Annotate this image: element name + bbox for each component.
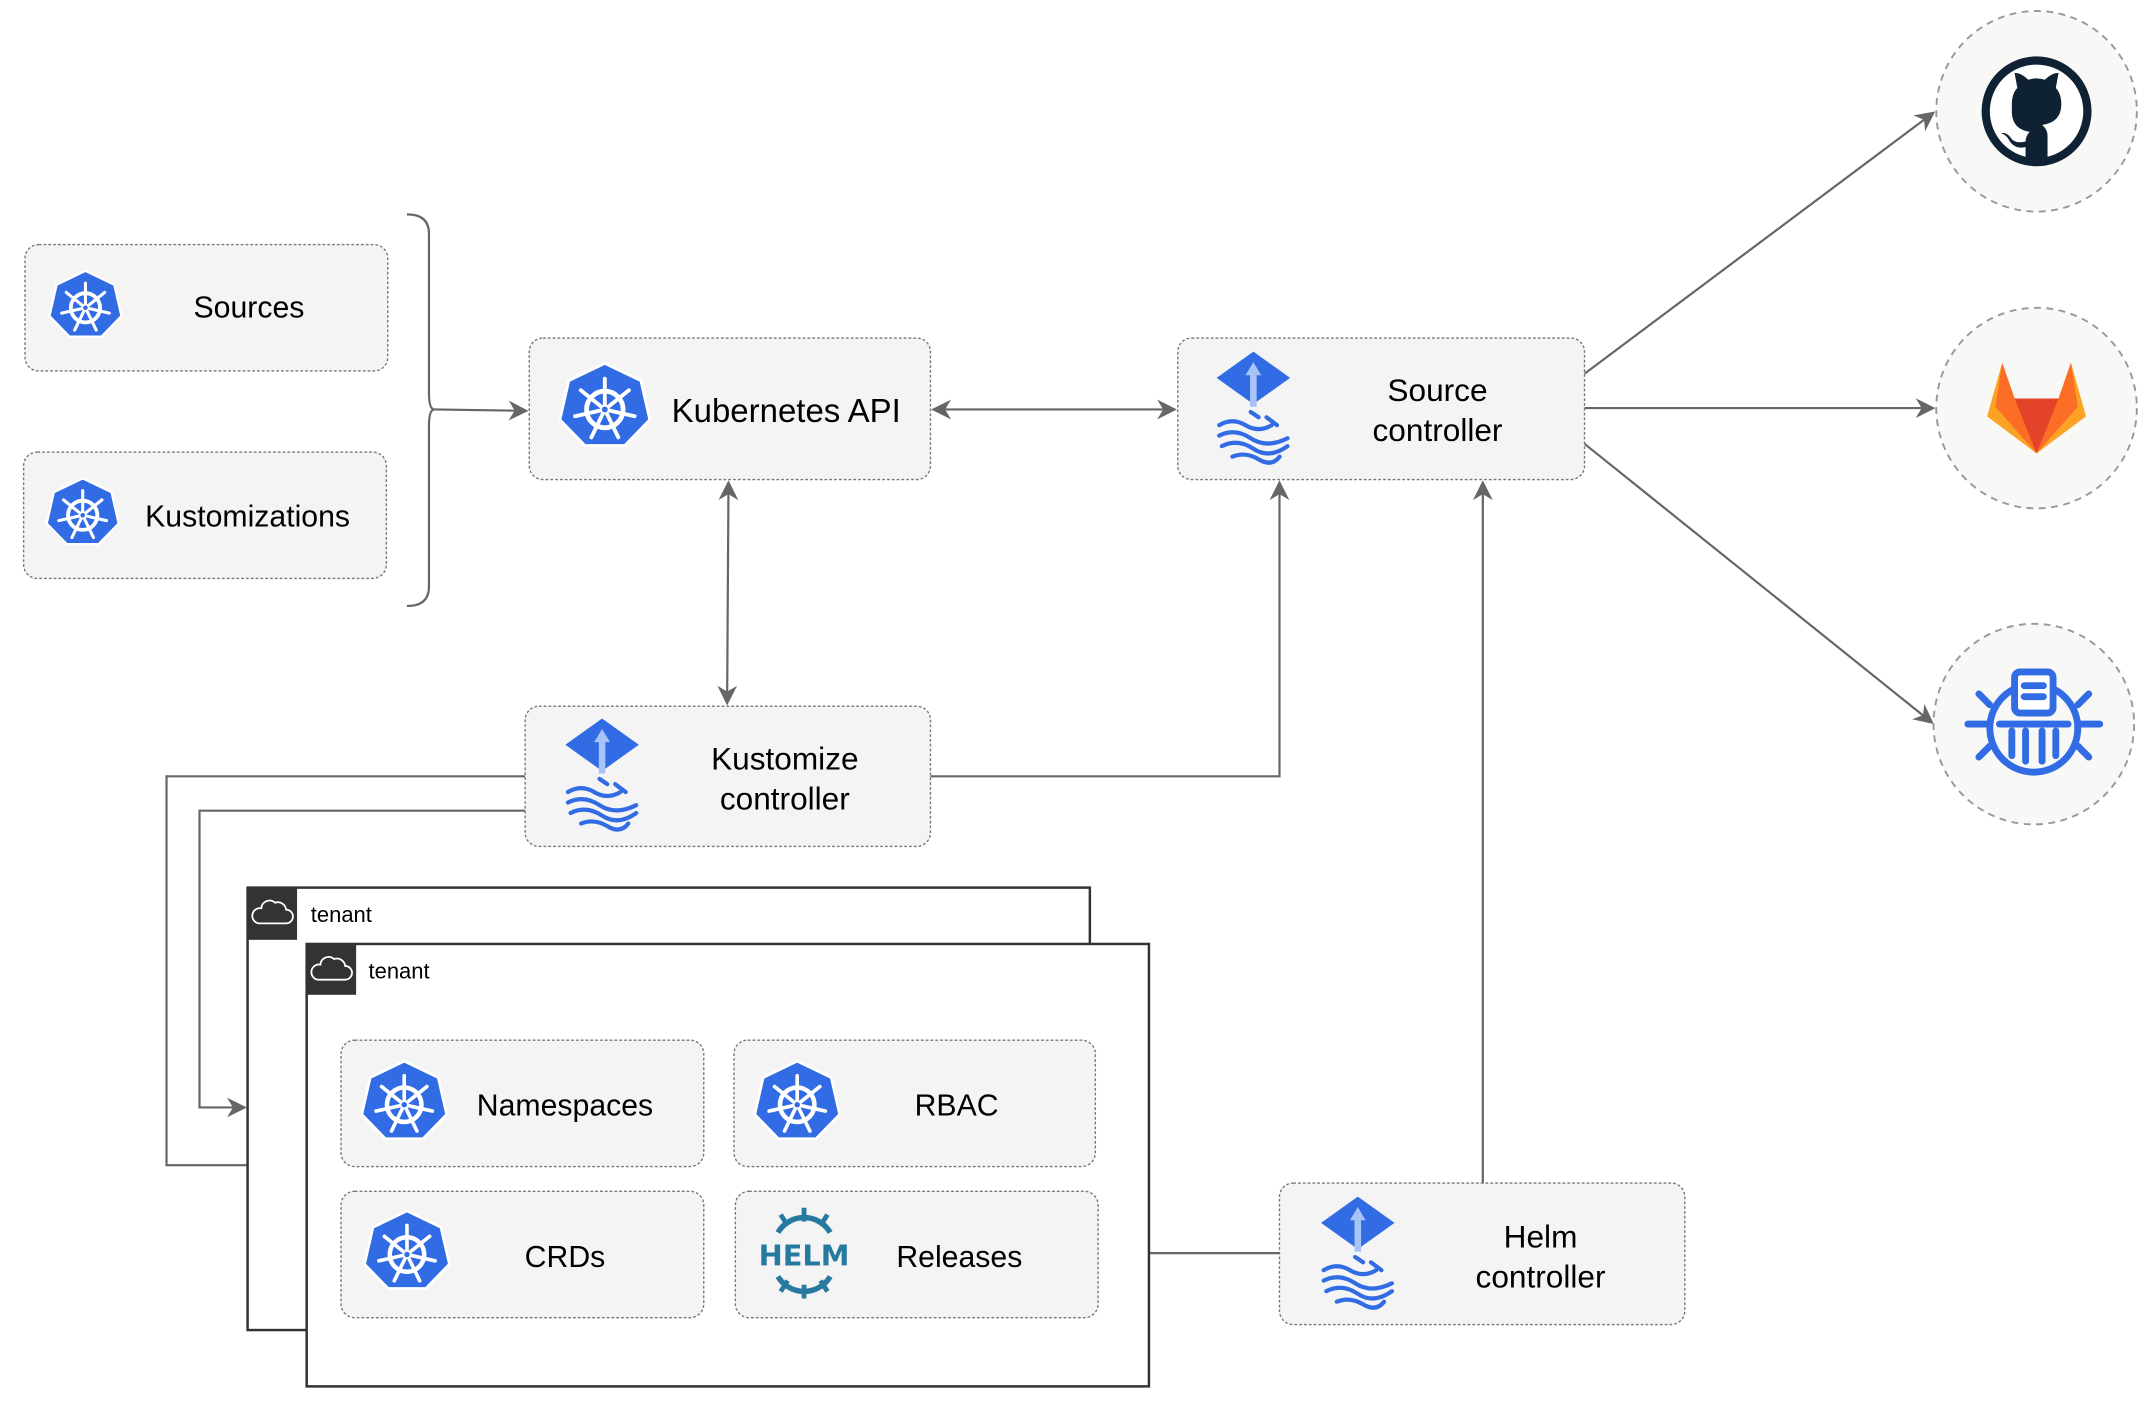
helm-wordmark: HELM bbox=[759, 1238, 850, 1272]
edge-crds-to-api bbox=[434, 400, 529, 421]
external-bucket[interactable] bbox=[1932, 622, 2136, 826]
brace-connector bbox=[406, 213, 435, 608]
sources-label: Sources bbox=[194, 291, 305, 324]
helm-controller-label-line1: Helm bbox=[1504, 1219, 1578, 1255]
kustomizations-label: Kustomizations bbox=[145, 500, 350, 533]
kustomize-controller-label-line1: Kustomize bbox=[711, 740, 858, 776]
source-controller-label-line1: Source bbox=[1387, 372, 1487, 408]
cloud-icon bbox=[310, 956, 353, 981]
kubernetes-api-label: Kubernetes API bbox=[672, 392, 901, 429]
edge-kustomize-to-source bbox=[930, 480, 1290, 778]
source-controller-label-line2: controller bbox=[1373, 412, 1503, 448]
kustomize-controller-label-line2: controller bbox=[720, 780, 850, 816]
edge-source-to-github bbox=[1583, 111, 1936, 375]
node-kubernetes-api[interactable]: Kubernetes API bbox=[528, 337, 932, 481]
node-sources[interactable]: Sources bbox=[24, 243, 389, 372]
crds-label: CRDs bbox=[525, 1241, 606, 1274]
edge-source-to-bucket bbox=[1583, 442, 1934, 724]
edge-api-kustomize-controller bbox=[717, 480, 739, 706]
tenant-container-front: tenant Namespaces RBAC CRDs HELM Release… bbox=[305, 942, 1151, 1388]
edge-kustomize-to-tenant-back bbox=[198, 809, 526, 1118]
cloud-icon bbox=[251, 899, 294, 925]
node-source-controller[interactable]: Source controller bbox=[1177, 337, 1586, 481]
edge-kustomize-to-tenant-front bbox=[165, 775, 526, 1176]
bucket-icon bbox=[1964, 668, 2104, 776]
helm-controller-label-line2: controller bbox=[1476, 1258, 1606, 1294]
external-gitlab[interactable] bbox=[1935, 306, 2138, 510]
node-crds[interactable]: CRDs bbox=[340, 1190, 705, 1319]
node-namespaces[interactable]: Namespaces bbox=[340, 1039, 705, 1168]
tenant-label: tenant bbox=[369, 958, 430, 983]
rbac-label: RBAC bbox=[915, 1090, 999, 1123]
gitlab-icon bbox=[1987, 362, 2087, 454]
external-github[interactable] bbox=[1935, 10, 2138, 213]
node-kustomizations[interactable]: Kustomizations bbox=[22, 451, 388, 580]
helm-icon: HELM bbox=[759, 1207, 850, 1299]
tenant-label: tenant bbox=[311, 902, 372, 927]
node-kustomize-controller[interactable]: Kustomize controller bbox=[524, 705, 932, 848]
node-releases[interactable]: HELM Releases bbox=[734, 1190, 1099, 1319]
node-rbac[interactable]: RBAC bbox=[733, 1039, 1097, 1168]
node-helm-controller[interactable]: Helm controller bbox=[1278, 1182, 1686, 1326]
edges bbox=[165, 111, 1936, 1264]
releases-label: Releases bbox=[896, 1241, 1022, 1274]
github-icon bbox=[1981, 56, 2092, 167]
namespaces-label: Namespaces bbox=[477, 1090, 653, 1123]
